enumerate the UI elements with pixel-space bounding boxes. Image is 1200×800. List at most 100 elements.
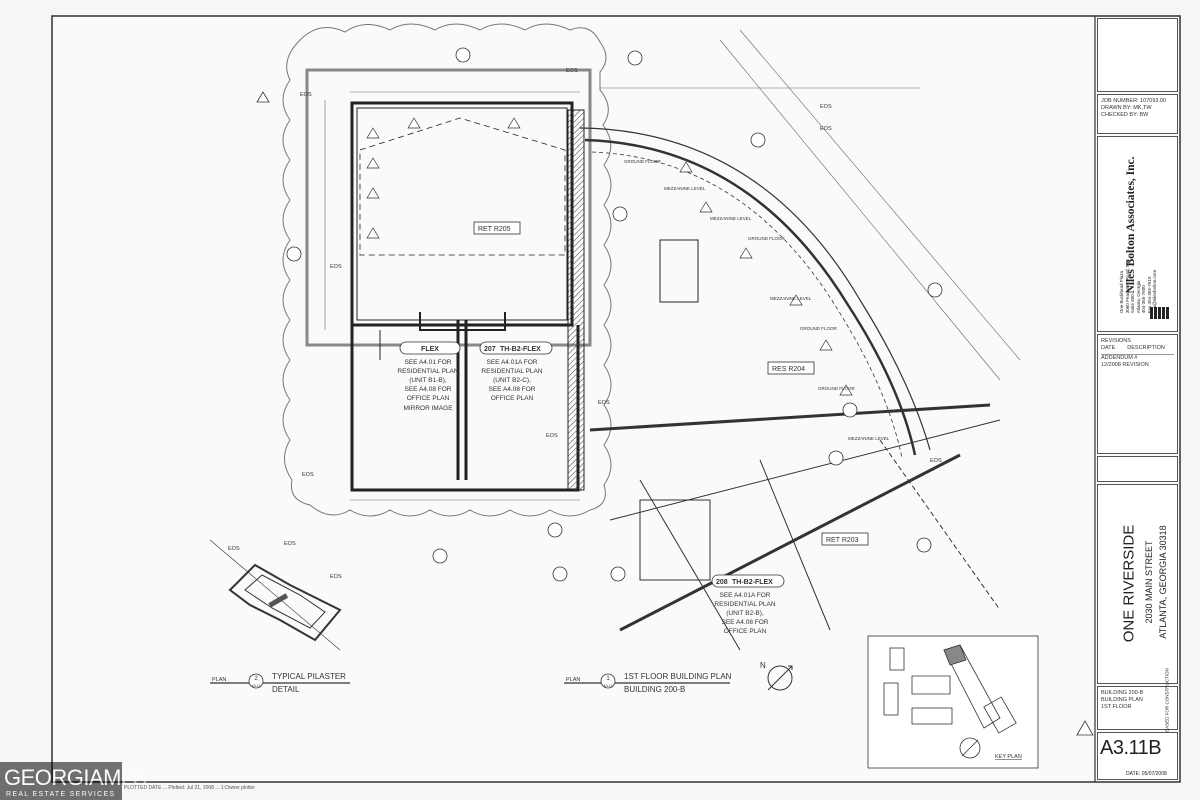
svg-text:EOS: EOS [330,574,342,580]
title-block-sheet-number: A3.11B DATE: 05/07/2008 [1097,732,1178,780]
svg-text:MEZZANINE LEVEL: MEZZANINE LEVEL [770,296,812,301]
svg-text:A3.11: A3.11 [604,684,613,688]
revision-delta-icon [256,91,270,103]
title-block-sheet-desc: BUILDING 200-B BUILDING PLAN 1ST FLOOR R… [1097,668,1178,741]
warning-icon [1076,720,1094,736]
svg-text:1ST FLOOR BUILDING PLAN: 1ST FLOOR BUILDING PLAN [624,672,732,681]
svg-text:SEE A4.01A FOR: SEE A4.01A FOR [720,592,771,599]
svg-text:KEY PLAN: KEY PLAN [995,754,1022,760]
svg-text:EOS: EOS [566,68,578,74]
svg-text:EOS: EOS [598,400,610,406]
dimension-lines [324,29,1021,501]
note-unit-208: SEE A4.01A FOR RESIDENTIAL PLAN (UNIT B2… [714,592,775,635]
svg-text:PLAN: PLAN [566,677,580,683]
svg-text:SEE A4.01A FOR: SEE A4.01A FOR [487,359,538,366]
drawn-by: DRAWN BY: MK,TW [1101,105,1152,111]
title-block-job-info: JOB NUMBER: 107093.00 DRAWN BY: MK,TW CH… [1097,94,1178,134]
released-note: RELEASED FOR CONSTRUCTION [1164,668,1170,741]
revision-cloud [282,23,612,517]
svg-text:(UNIT B2-B),: (UNIT B2-B), [726,610,764,617]
svg-text:EOS: EOS [284,541,296,547]
svg-text:BUILDING 200-B: BUILDING 200-B [624,685,685,694]
svg-text:GROUND FLOOR: GROUND FLOOR [818,386,856,391]
svg-text:EOS: EOS [330,264,342,270]
svg-text:OFFICE PLAN: OFFICE PLAN [491,395,534,402]
svg-text:EOS: EOS [820,104,832,110]
title-block-project: ONE RIVERSIDE 2030 MAIN STREET ATLANTA, … [1097,484,1178,684]
svg-text:RET R205: RET R205 [478,226,511,233]
plot-footer: PLOTTED DATE ... Plotted: Jul 21, 2008 .… [124,785,256,791]
building-walls [350,101,699,492]
project-city: ATLANTA, GEORGIA 30318 [1158,525,1168,639]
svg-text:SEE A4.08 FOR: SEE A4.08 FOR [489,386,536,393]
title-block-disclaimer [1097,456,1178,482]
angled-wing [589,403,1001,651]
firm-logo-icon [1150,307,1170,319]
svg-text:TH-B2-FLEX: TH-B2-FLEX [500,346,541,353]
plan-title-main: PLAN 1 A3.11 1ST FLOOR BUILDING PLAN BUI… [564,672,732,694]
note-unit-207: SEE A4.01A FOR RESIDENTIAL PLAN (UNIT B2… [481,359,542,402]
svg-text:MEZZANINE LEVEL: MEZZANINE LEVEL [848,436,890,441]
eos-labels: EOS EOS EOS EOS EOS EOS EOS EOS EOS [300,68,942,478]
title-block-stamp-area [1097,18,1178,92]
room-tag-ret205: RET R205 [473,221,521,235]
svg-text:OFFICE PLAN: OFFICE PLAN [407,395,450,402]
svg-text:EOS: EOS [300,92,312,98]
pilaster-detail: EOS EOS EOS [209,539,342,651]
svg-text:OFFICE PLAN: OFFICE PLAN [724,628,767,635]
room-tag-res204: RES R204 [767,361,815,375]
svg-text:2: 2 [254,676,258,682]
svg-text:A3.11: A3.11 [252,684,261,688]
svg-text:EOS: EOS [820,126,832,132]
svg-text:GROUND FLOOR: GROUND FLOOR [800,326,838,331]
svg-text:1: 1 [606,676,610,682]
project-name: ONE RIVERSIDE [1120,524,1138,643]
svg-text:EOS: EOS [930,458,942,464]
svg-text:207: 207 [484,346,496,353]
svg-text:SEE A4.08 FOR: SEE A4.08 FOR [405,386,452,393]
svg-text:RESIDENTIAL PLAN: RESIDENTIAL PLAN [397,368,458,375]
title-block-firm: Niles Bolton Associates, Inc. One Buckhe… [1097,136,1178,332]
job-number: JOB NUMBER: 107093.00 [1101,98,1167,104]
svg-text:SEE A4.01 FOR: SEE A4.01 FOR [405,359,452,366]
svg-text:(UNIT B1-B),: (UNIT B1-B), [409,377,447,384]
level-labels: GROUND FLOOR MEZZANINE LEVEL MEZZANINE L… [624,159,890,441]
svg-text:RES R204: RES R204 [772,366,805,373]
sheet-date: DATE: 05/07/2008 [1126,771,1167,777]
svg-text:MEZZANINE LEVEL: MEZZANINE LEVEL [664,186,706,191]
svg-text:SEE A4.08 FOR: SEE A4.08 FOR [722,619,769,626]
svg-text:(UNIT B2-C),: (UNIT B2-C), [493,377,531,384]
svg-text:EOS: EOS [228,546,240,552]
svg-text:FLEX: FLEX [421,346,439,353]
svg-text:MIRROR IMAGE: MIRROR IMAGE [403,405,453,412]
svg-text:N: N [760,661,766,670]
plan-title-pilaster: PLAN 2 A3.11 TYPICAL PILASTER DETAIL [210,672,350,694]
note-unit-flex: SEE A4.01 FOR RESIDENTIAL PLAN (UNIT B1-… [397,359,458,412]
svg-text:RET R203: RET R203 [826,537,859,544]
svg-text:TYPICAL PILASTER: TYPICAL PILASTER [272,672,346,681]
svg-text:DETAIL: DETAIL [272,685,300,694]
svg-text:PLAN: PLAN [212,677,226,683]
svg-text:GROUND FLOOR: GROUND FLOOR [624,159,662,164]
svg-text:EOS: EOS [302,472,314,478]
svg-text:TH-B2-FLEX: TH-B2-FLEX [732,579,773,586]
project-street: 2030 MAIN STREET [1144,540,1154,624]
svg-text:MEZZANINE LEVEL: MEZZANINE LEVEL [710,216,752,221]
title-block-revisions: REVISIONS DATE DESCRIPTION ADDENDUM # 12… [1097,334,1178,454]
svg-text:GROUND FLOOR: GROUND FLOOR [748,236,786,241]
north-arrow-icon: N [760,661,793,691]
firm-address: One Buckhead Plaza 3060 Peachtree Road, … [1118,259,1157,314]
door-tags [366,117,853,396]
unit-tag-208: 208 TH-B2-FLEX [711,574,785,588]
room-tag-ret203: RET R203 [821,532,869,546]
section-markers [286,47,943,582]
unit-tag-207: 207 TH-B2-FLEX [479,341,553,355]
curved-facade [579,127,931,459]
sheet-number: A3.11B [1100,737,1162,759]
georgiamls-watermark-logo: GEORGIAMLS REAL ESTATE SERVICES [0,762,147,800]
svg-text:208: 208 [716,579,728,586]
checked-by: CHECKED BY: BW [1101,112,1149,118]
key-plan: KEY PLAN [867,635,1039,769]
svg-text:RESIDENTIAL PLAN: RESIDENTIAL PLAN [481,368,542,375]
